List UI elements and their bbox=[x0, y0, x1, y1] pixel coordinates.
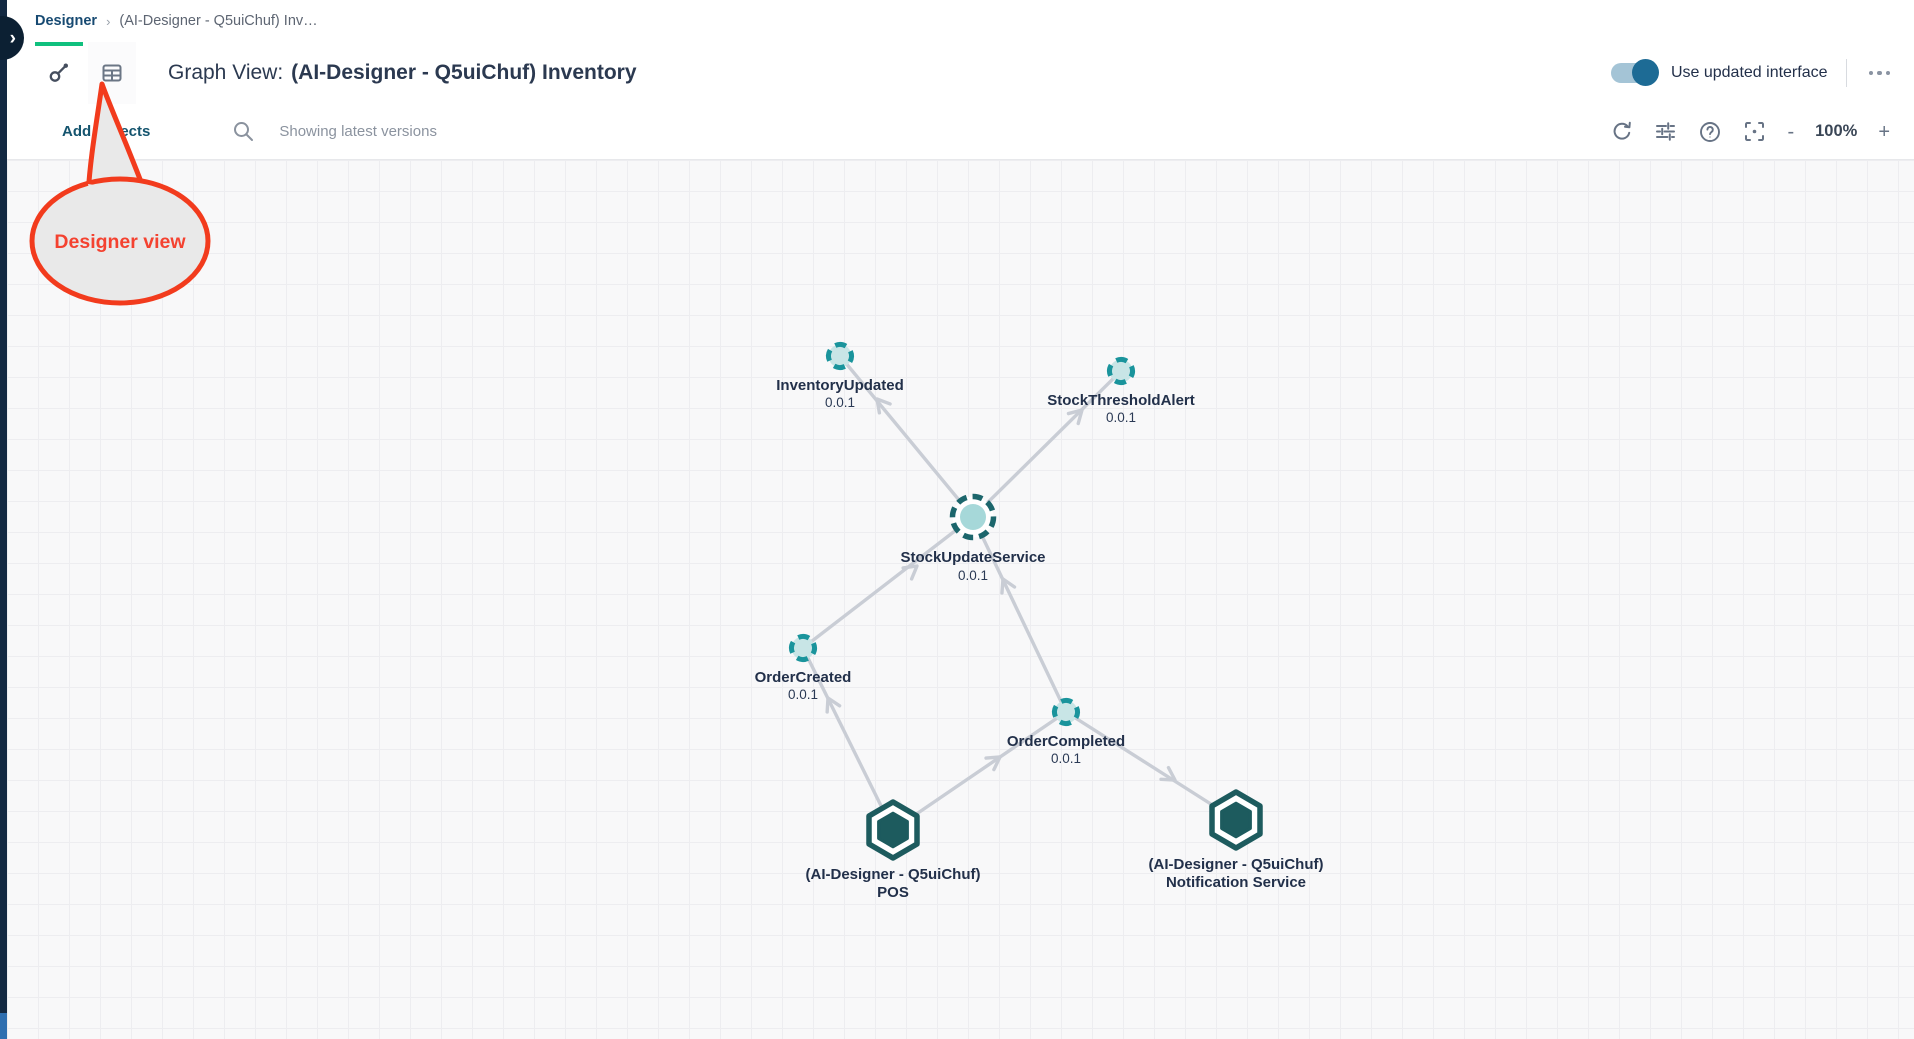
node-label: (AI-Designer - Q5uiChuf) bbox=[806, 866, 981, 883]
left-rail-bottom-accent bbox=[0, 1013, 7, 1039]
breadcrumb-designer-link[interactable]: Designer bbox=[35, 13, 98, 29]
page-title-name: (AI-Designer - Q5uiChuf) Inventory bbox=[291, 61, 637, 84]
left-rail bbox=[0, 0, 7, 1039]
view-tabs bbox=[35, 42, 136, 104]
kebab-horizontal-icon[interactable] bbox=[1865, 65, 1895, 82]
graph-edge bbox=[801, 647, 895, 831]
use-updated-interface-toggle[interactable] bbox=[1610, 59, 1659, 86]
node-sublabel: POS bbox=[877, 884, 909, 901]
refresh-icon[interactable] bbox=[1611, 121, 1633, 143]
graph-edge-arrow-icon bbox=[1159, 765, 1177, 782]
toggle-knob bbox=[1631, 59, 1659, 86]
header-divider bbox=[1845, 59, 1847, 87]
node-sublabel: 0.0.1 bbox=[825, 395, 855, 410]
graph-edge-arrow-icon bbox=[875, 397, 892, 415]
node-label: OrderCompleted bbox=[1007, 733, 1125, 750]
zoom-out-button[interactable]: - bbox=[1787, 120, 1795, 143]
toggle-label: Use updated interface bbox=[1670, 64, 1828, 81]
tab-table-view[interactable] bbox=[88, 42, 136, 104]
zoom-in-button[interactable]: + bbox=[1878, 120, 1890, 143]
page-title-prefix: Graph View: bbox=[168, 61, 284, 84]
node-sublabel: 0.0.1 bbox=[1051, 751, 1081, 766]
graph-view-icon bbox=[48, 61, 71, 89]
help-icon[interactable] bbox=[1698, 120, 1722, 144]
graph-edge-arrow-icon bbox=[984, 755, 1002, 772]
graph-edge bbox=[1065, 710, 1237, 822]
node-sublabel: 0.0.1 bbox=[788, 687, 818, 702]
node-label: StockUpdateService bbox=[900, 549, 1045, 566]
page-title: Graph View: (AI-Designer - Q5uiChuf) Inv… bbox=[168, 42, 637, 104]
search-icon bbox=[232, 120, 255, 143]
graph-edge bbox=[971, 369, 1123, 519]
tab-graph-view[interactable] bbox=[35, 42, 83, 104]
graph-node-pos[interactable]: (AI-Designer - Q5uiChuf)POS bbox=[806, 799, 981, 901]
add-objects-button[interactable]: Add Objects bbox=[62, 123, 151, 140]
node-sublabel: 0.0.1 bbox=[958, 568, 988, 583]
graph-edge-arrow-icon bbox=[1000, 577, 1017, 595]
node-sublabel: Notification Service bbox=[1166, 874, 1306, 891]
node-label: OrderCreated bbox=[755, 669, 852, 686]
node-label: InventoryUpdated bbox=[776, 377, 904, 394]
filters-icon[interactable] bbox=[1654, 120, 1677, 143]
graph-edge bbox=[892, 710, 1067, 832]
graph-edge-arrow-icon bbox=[901, 564, 919, 581]
header-right-controls: Use updated interface bbox=[1610, 42, 1914, 104]
graph-edge-arrow-icon bbox=[1066, 408, 1084, 426]
table-view-icon bbox=[100, 61, 124, 90]
graph-node-stock-update-service[interactable]: StockUpdateService 0.0.1 bbox=[900, 493, 1046, 584]
node-label: (AI-Designer - Q5uiChuf) bbox=[1149, 856, 1324, 873]
graph-edge bbox=[838, 354, 975, 519]
node-sublabel: 0.0.1 bbox=[1106, 410, 1136, 425]
toolbar-right-controls: - 100% + bbox=[1611, 120, 1890, 144]
breadcrumb-separator: › bbox=[106, 13, 111, 29]
chevron-right-icon: › bbox=[9, 27, 16, 49]
search-input[interactable] bbox=[279, 123, 700, 140]
node-label: StockThresholdAlert bbox=[1047, 392, 1195, 409]
graph-node-notification-service[interactable]: (AI-Designer - Q5uiChuf)Notification Ser… bbox=[1149, 789, 1324, 891]
graph-toolbar: Add Objects bbox=[7, 104, 1914, 160]
graph-edge bbox=[801, 515, 975, 650]
graph-edge bbox=[971, 516, 1068, 713]
breadcrumb-current: (AI-Designer - Q5uiChuf) Inv… bbox=[119, 13, 318, 29]
fit-view-icon[interactable] bbox=[1743, 120, 1766, 143]
zoom-level: 100% bbox=[1815, 122, 1858, 140]
header: Graph View: (AI-Designer - Q5uiChuf) Inv… bbox=[7, 42, 1914, 104]
graph-edge-arrow-icon bbox=[825, 696, 842, 714]
breadcrumb: Designer › (AI-Designer - Q5uiChuf) Inv… bbox=[7, 0, 1914, 42]
